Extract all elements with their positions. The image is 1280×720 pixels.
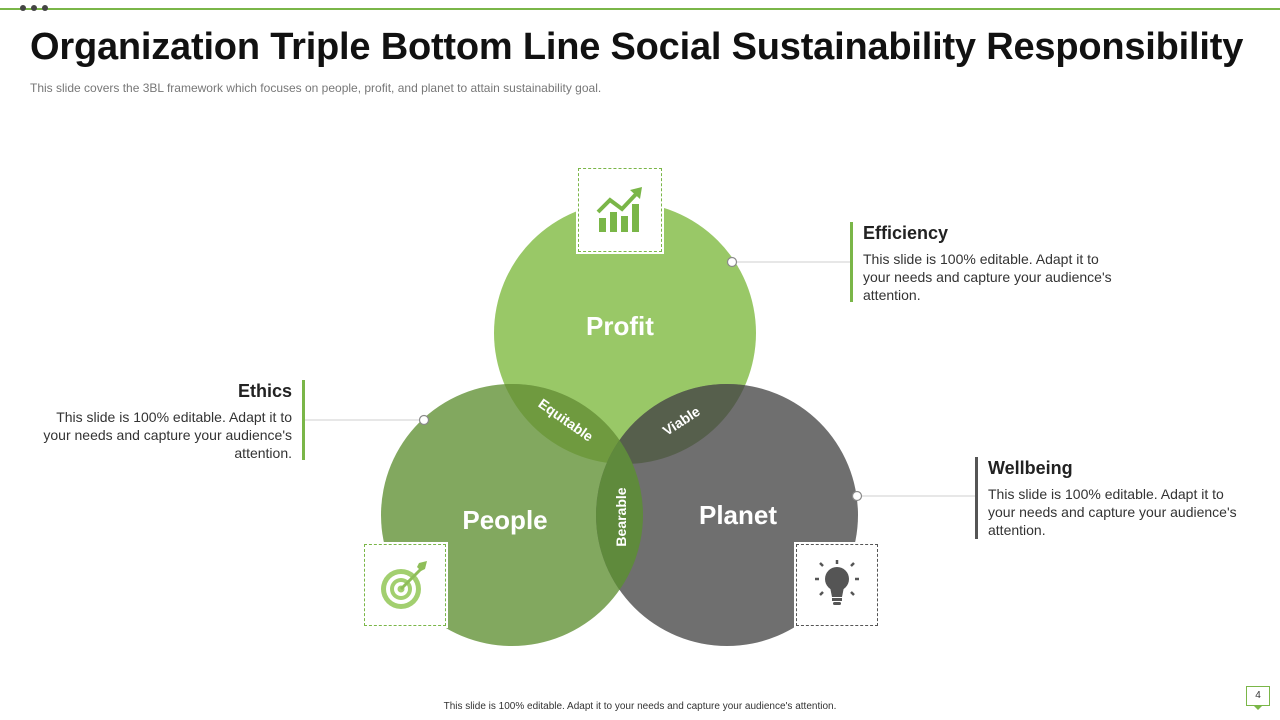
target-icon [381, 561, 427, 609]
ethics-callout: Ethics This slide is 100% editable. Adap… [36, 381, 292, 462]
lightbulb-icon [815, 560, 859, 605]
efficiency-connector-dot [726, 256, 738, 268]
wellbeing-body: This slide is 100% editable. Adapt it to… [988, 486, 1237, 538]
profit-label: Profit [586, 311, 654, 341]
profit-icon-box [576, 166, 664, 254]
people-icon-box [362, 542, 448, 628]
people-label: People [462, 505, 547, 535]
slide-subtitle: This slide covers the 3BL framework whic… [30, 81, 602, 95]
efficiency-accent-bar [850, 222, 853, 302]
page-number-badge: 4 [1246, 686, 1270, 710]
efficiency-callout: Efficiency This slide is 100% editable. … [863, 223, 1123, 304]
slide-title: Organization Triple Bottom Line Social S… [30, 26, 1244, 68]
ethics-heading: Ethics [237, 381, 292, 401]
wellbeing-connector-dot [851, 490, 863, 502]
efficiency-heading: Efficiency [863, 223, 949, 243]
wellbeing-callout: Wellbeing This slide is 100% editable. A… [988, 458, 1248, 539]
wellbeing-heading: Wellbeing [988, 458, 1073, 478]
viable-overlap [596, 384, 756, 464]
equitable-overlap [494, 384, 643, 464]
slide-dots-decoration [20, 5, 48, 11]
growth-chart-icon [596, 187, 642, 232]
planet-label: Planet [699, 500, 777, 530]
ethics-accent-bar [302, 380, 305, 460]
planet-icon-box [794, 542, 880, 628]
slide-footer-note: This slide is 100% editable. Adapt it to… [443, 701, 837, 712]
wellbeing-accent-bar [975, 457, 978, 539]
ethics-connector-dot [418, 414, 430, 426]
ethics-body: This slide is 100% editable. Adapt it to… [43, 409, 292, 461]
efficiency-body: This slide is 100% editable. Adapt it to… [863, 251, 1112, 303]
bearable-label: Bearable [613, 487, 629, 546]
top-accent-rule [0, 8, 1280, 10]
